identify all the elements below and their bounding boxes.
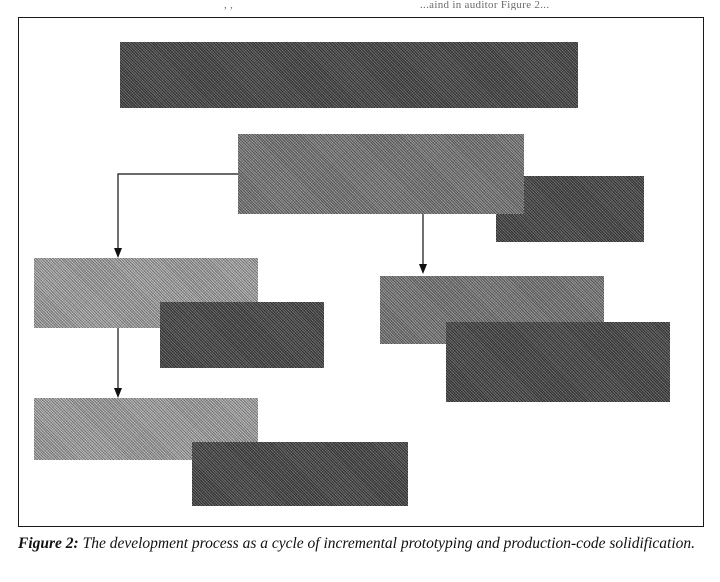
left-1-shadow-box: [160, 302, 324, 368]
running-header-mark: , ,: [224, 0, 234, 10]
left-2-shadow-box: [192, 442, 408, 506]
center-top-box: [238, 134, 524, 214]
top-banner-box: [120, 42, 578, 108]
figure-caption-text: The development process as a cycle of in…: [78, 535, 696, 552]
running-header-reference: ...aind in auditor Figure 2...: [420, 0, 550, 10]
figure-caption: Figure 2: The development process as a c…: [18, 534, 708, 553]
figure-frame: [18, 17, 704, 527]
right-1-shadow-box: [446, 322, 670, 402]
left-2-box: [34, 398, 258, 460]
figure-label: Figure 2:: [18, 535, 79, 552]
